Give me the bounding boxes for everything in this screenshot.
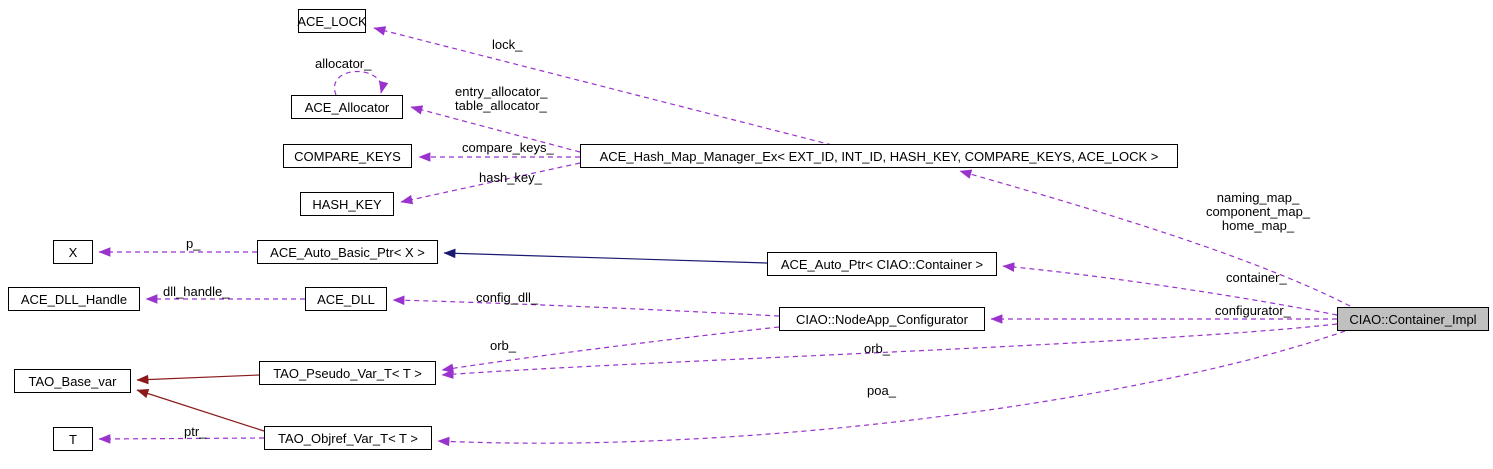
edge-label-allocators-block: entry_allocator_ table_allocator_: [455, 85, 548, 113]
edge-label-compare-keys: compare_keys_: [462, 140, 554, 155]
node-ace-dll-handle[interactable]: ACE_DLL_Handle: [8, 287, 140, 311]
edge-inherit-auto-ptr: [443, 248, 768, 264]
edge-entry-table-allocator: [410, 105, 581, 153]
node-hash-key[interactable]: HASH_KEY: [300, 192, 394, 216]
node-ace-auto-ptr[interactable]: ACE_Auto_Ptr< CIAO::Container >: [767, 252, 997, 276]
node-t[interactable]: T: [53, 427, 93, 451]
node-tao-base-var[interactable]: TAO_Base_var: [14, 369, 131, 393]
edge-label-table-allocator: table_allocator_: [455, 98, 547, 113]
edge-label-ptr: ptr_: [184, 424, 207, 439]
edge-label-container: container_: [1226, 270, 1287, 285]
node-x[interactable]: X: [53, 240, 93, 264]
edge-container: [1002, 262, 1338, 316]
node-ace-hash-map-manager-ex[interactable]: ACE_Hash_Map_Manager_Ex< EXT_ID, INT_ID,…: [580, 144, 1178, 168]
edge-label-hash-key: hash_key_: [479, 170, 542, 185]
edge-label-component-map: component_map_: [1205, 204, 1311, 219]
node-ace-auto-basic-ptr[interactable]: ACE_Auto_Basic_Ptr< X >: [257, 240, 438, 264]
edge-orb-container: [441, 323, 1338, 379]
edge-label-maps-block: naming_map_ component_map_ home_map_: [1203, 191, 1313, 233]
node-ace-lock[interactable]: ACE_LOCK: [297, 9, 367, 33]
edge-label-allocator: allocator_: [315, 56, 372, 71]
edge-inherit-objref-var: [136, 388, 265, 432]
edge-label-orb-configurator: orb_: [490, 338, 517, 353]
node-compare-keys[interactable]: COMPARE_KEYS: [283, 144, 412, 168]
edge-allocator-self-loop: [333, 70, 389, 96]
edge-label-configurator: configurator_: [1215, 303, 1291, 318]
edge-config-dll: [392, 295, 780, 317]
edge-label-p: p_: [186, 236, 201, 251]
node-ciao-container-impl: CIAO::Container_Impl: [1337, 307, 1489, 331]
edge-lock: [373, 26, 833, 146]
edge-label-home-map: home_map_: [1221, 218, 1295, 233]
edge-inherit-pseudo-var: [136, 374, 260, 385]
node-ace-allocator[interactable]: ACE_Allocator: [291, 95, 403, 119]
edge-label-entry-allocator: entry_allocator_: [455, 84, 548, 99]
edge-label-naming-map: naming_map_: [1216, 190, 1300, 205]
edge-label-poa: poa_: [867, 383, 896, 398]
node-tao-pseudo-var-t[interactable]: TAO_Pseudo_Var_T< T >: [259, 361, 436, 385]
edge-poa: [437, 330, 1346, 447]
node-tao-objref-var-t[interactable]: TAO_Objref_Var_T< T >: [264, 426, 432, 450]
edge-ptr: [98, 434, 265, 444]
edge-label-dll-handle: dll_handle_: [163, 284, 230, 299]
edge-hash-key: [400, 162, 581, 205]
edge-label-orb-container: orb_: [864, 341, 891, 356]
edge-label-lock: lock_: [492, 37, 523, 52]
edge-orb-configurator: [441, 326, 780, 374]
node-nodeapp-configurator[interactable]: CIAO::NodeApp_Configurator: [779, 307, 985, 331]
edge-label-config-dll: config_dll_: [476, 290, 539, 305]
node-ace-dll[interactable]: ACE_DLL: [305, 287, 387, 311]
